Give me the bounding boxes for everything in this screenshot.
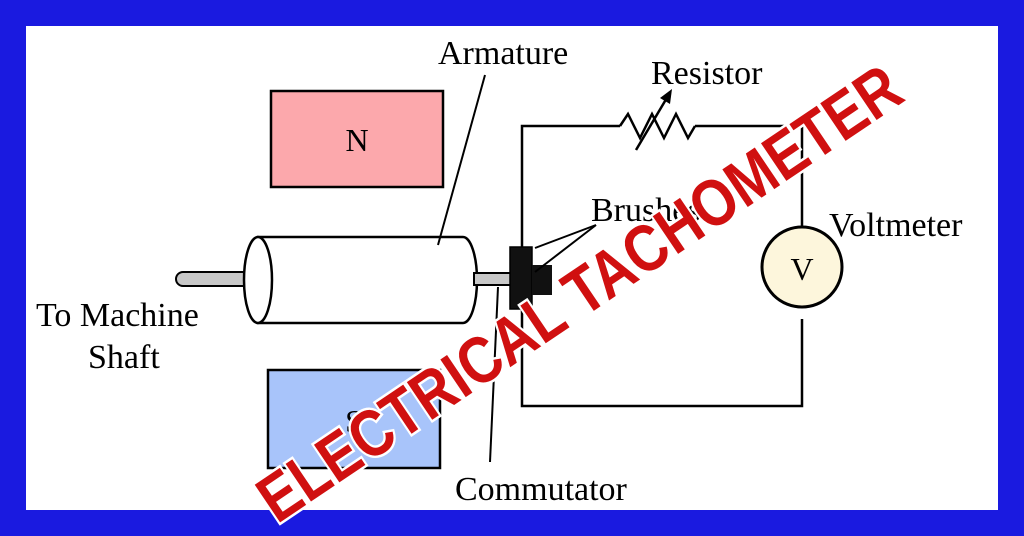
voltmeter-dial: [760, 225, 844, 309]
brushes-label: Brushes: [591, 192, 701, 229]
brush-contact: [532, 265, 552, 295]
circuit-wiring: [520, 124, 804, 408]
commutator-leader: [489, 286, 499, 463]
south-pole-label: S: [345, 403, 363, 439]
south-pole-magnet: [266, 368, 442, 470]
commutator-label: Commutator: [455, 471, 628, 508]
voltmeter-label: Voltmeter: [829, 207, 963, 244]
north-pole-label: N: [345, 122, 368, 158]
resistor-label: Resistor: [651, 55, 763, 92]
variable-resistor: [618, 89, 697, 151]
brush-leader-top: [534, 224, 597, 249]
armature-cylinder: [242, 235, 479, 325]
south-pole: S: [266, 368, 442, 470]
armature-leader: [437, 74, 486, 246]
brush-leader-bottom: [534, 224, 597, 273]
north-pole: N: [269, 89, 445, 189]
armature-label: Armature: [438, 35, 568, 72]
leader-lines: [437, 74, 597, 463]
machine-shaft-label-line1: To Machine: [36, 297, 199, 334]
north-pole-magnet: [269, 89, 445, 189]
machine-shaft-label-line2: Shaft: [88, 339, 160, 376]
voltmeter-symbol: V: [790, 251, 813, 287]
voltmeter: V: [760, 225, 844, 309]
